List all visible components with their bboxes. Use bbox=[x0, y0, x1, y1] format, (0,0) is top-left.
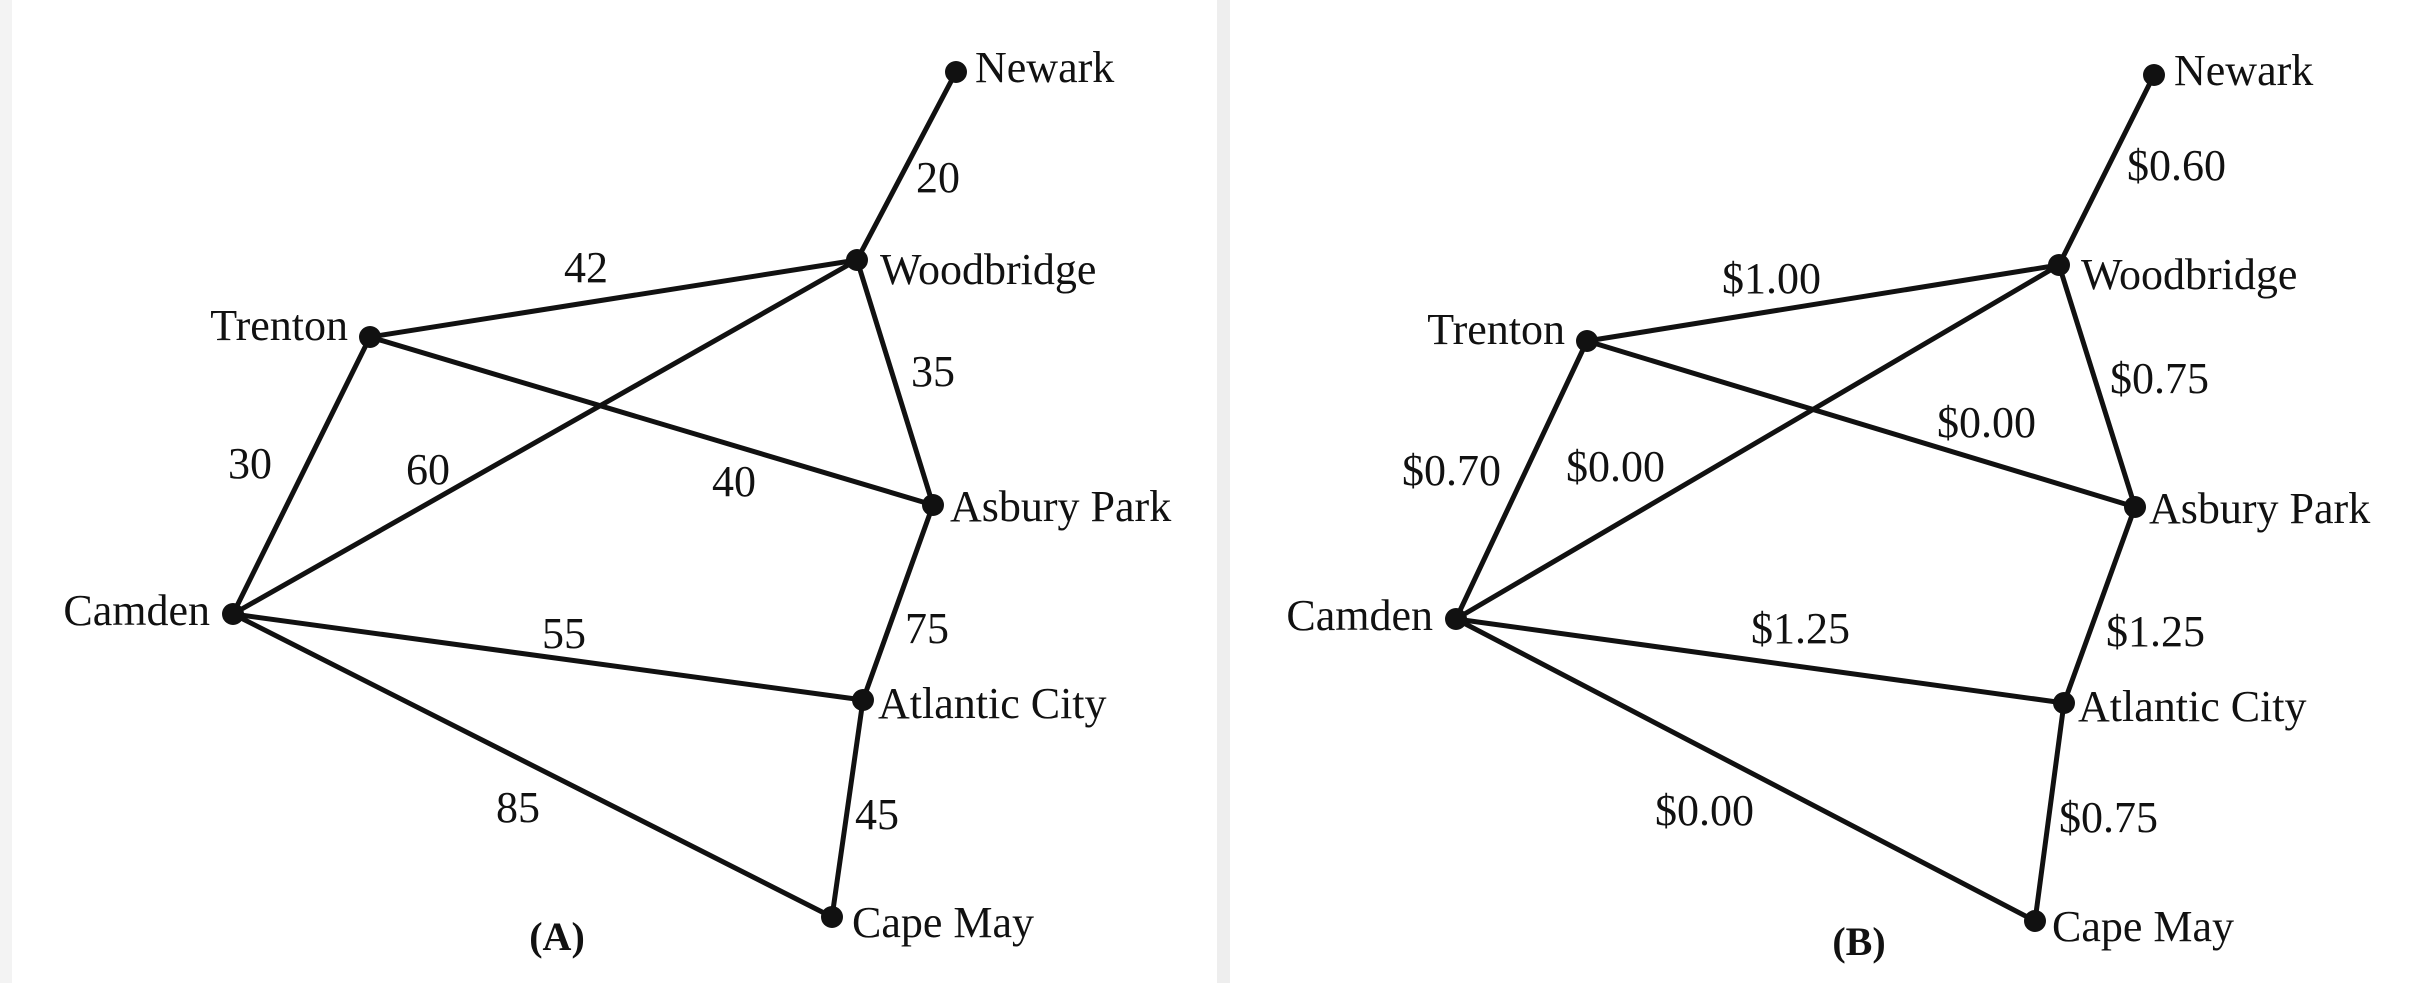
label-newark: Newark bbox=[975, 43, 1114, 92]
panel-a: Newark Woodbridge Trenton Asbury Park Ca… bbox=[12, 0, 1217, 983]
price-camden-capemay: $0.00 bbox=[1655, 786, 1754, 835]
node-woodbridge bbox=[2048, 254, 2070, 276]
weight-atlantic-capemay: 45 bbox=[855, 790, 899, 839]
caption-a: (A) bbox=[529, 914, 585, 959]
node-camden bbox=[1445, 608, 1467, 630]
edge-newark-woodbridge bbox=[854, 69, 959, 263]
price-trenton-camden: $0.70 bbox=[1402, 446, 1501, 495]
edge-trenton-asbury bbox=[367, 334, 936, 508]
node-asbury-park bbox=[922, 494, 944, 516]
edge-trenton-woodbridge bbox=[367, 257, 860, 340]
edge-camden-woodbridge bbox=[230, 257, 860, 617]
edge-trenton-woodbridge bbox=[1584, 262, 2062, 344]
node-atlantic-city bbox=[852, 689, 874, 711]
graph-a: Newark Woodbridge Trenton Asbury Park Ca… bbox=[63, 43, 1171, 959]
edge-camden-capemay bbox=[1453, 616, 2038, 924]
weight-camden-atlantic: 55 bbox=[542, 609, 586, 658]
price-woodbridge-asbury: $0.75 bbox=[2110, 354, 2209, 403]
weight-trenton-camden: 30 bbox=[228, 439, 272, 488]
edge-trenton-camden bbox=[230, 334, 373, 617]
label-woodbridge: Woodbridge bbox=[880, 245, 1096, 294]
edge-atlantic-capemay bbox=[2032, 700, 2067, 924]
edge-newark-woodbridge bbox=[2056, 72, 2157, 268]
label-asbury-park: Asbury Park bbox=[950, 482, 1171, 531]
left-margin bbox=[0, 0, 12, 983]
label-asbury-park: Asbury Park bbox=[2149, 484, 2370, 533]
price-camden-woodbridge: $0.00 bbox=[1566, 442, 1665, 491]
panel-divider bbox=[1217, 0, 1230, 983]
node-camden bbox=[222, 603, 244, 625]
weight-trenton-woodbridge: 42 bbox=[564, 243, 608, 292]
label-newark: Newark bbox=[2174, 46, 2313, 95]
panel-b: Newark Woodbridge Trenton Asbury Park Ca… bbox=[1230, 0, 2432, 983]
label-cape-may: Cape May bbox=[2052, 902, 2234, 951]
price-camden-atlantic: $1.25 bbox=[1751, 604, 1850, 653]
weight-trenton-asbury: 40 bbox=[712, 457, 756, 506]
edge-camden-atlantic bbox=[230, 611, 866, 703]
node-woodbridge bbox=[846, 249, 868, 271]
label-camden: Camden bbox=[63, 586, 210, 635]
label-woodbridge: Woodbridge bbox=[2081, 250, 2297, 299]
edge-asbury-atlantic bbox=[860, 502, 936, 703]
edge-trenton-asbury bbox=[1584, 338, 2138, 510]
edge-woodbridge-asbury bbox=[2056, 262, 2138, 510]
node-newark bbox=[2143, 64, 2165, 86]
label-trenton: Trenton bbox=[1427, 305, 1565, 354]
label-atlantic-city: Atlantic City bbox=[878, 679, 1107, 728]
price-newark-woodbridge: $0.60 bbox=[2127, 141, 2226, 190]
weight-woodbridge-asbury: 35 bbox=[911, 347, 955, 396]
weight-asbury-atlantic: 75 bbox=[905, 604, 949, 653]
price-trenton-woodbridge: $1.00 bbox=[1722, 254, 1821, 303]
node-atlantic-city bbox=[2053, 692, 2075, 714]
price-trenton-asbury: $0.00 bbox=[1937, 398, 2036, 447]
edge-atlantic-capemay bbox=[829, 697, 866, 920]
edge-camden-atlantic bbox=[1453, 616, 2067, 706]
node-trenton bbox=[359, 326, 381, 348]
label-trenton: Trenton bbox=[210, 301, 348, 350]
edge-woodbridge-asbury bbox=[854, 257, 936, 508]
label-atlantic-city: Atlantic City bbox=[2078, 682, 2307, 731]
weight-newark-woodbridge: 20 bbox=[916, 153, 960, 202]
caption-b: (B) bbox=[1832, 919, 1885, 964]
edge-camden-woodbridge bbox=[1453, 262, 2062, 622]
node-cape-may bbox=[2024, 910, 2046, 932]
label-camden: Camden bbox=[1286, 591, 1433, 640]
edge-trenton-camden bbox=[1453, 338, 1590, 622]
graph-b: Newark Woodbridge Trenton Asbury Park Ca… bbox=[1286, 46, 2370, 964]
price-asbury-atlantic: $1.25 bbox=[2106, 607, 2205, 656]
weight-camden-capemay: 85 bbox=[496, 783, 540, 832]
edge-camden-capemay bbox=[230, 611, 835, 920]
edge-asbury-atlantic bbox=[2061, 504, 2138, 706]
node-cape-may bbox=[821, 906, 843, 928]
node-asbury-park bbox=[2124, 496, 2146, 518]
price-atlantic-capemay: $0.75 bbox=[2059, 793, 2158, 842]
label-cape-may: Cape May bbox=[852, 898, 1034, 947]
node-newark bbox=[945, 61, 967, 83]
node-trenton bbox=[1576, 330, 1598, 352]
weight-camden-woodbridge: 60 bbox=[406, 445, 450, 494]
